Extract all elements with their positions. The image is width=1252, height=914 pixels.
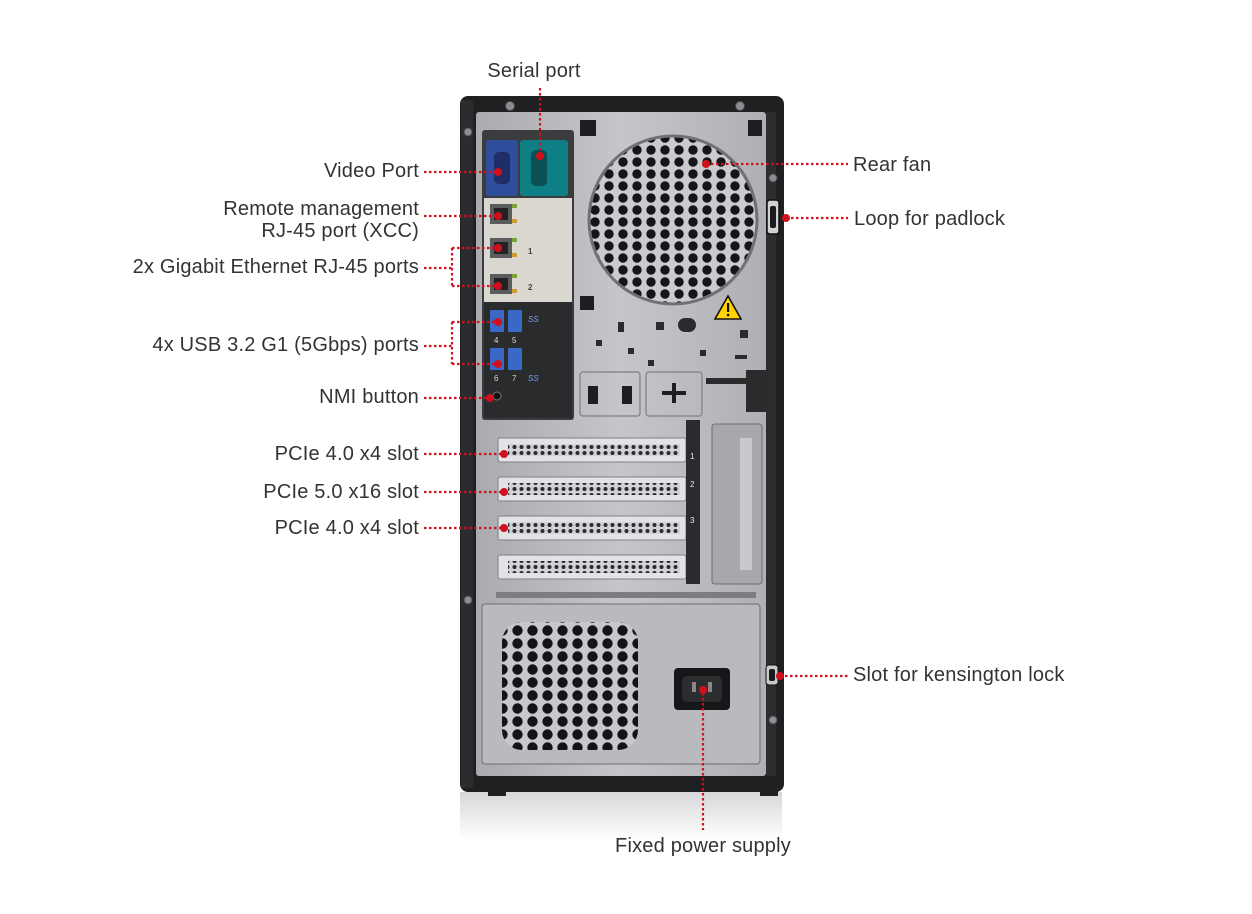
panel-cutouts [596,318,748,366]
label-gigabit-ethernet: 2x Gigabit Ethernet RJ-45 ports [132,256,419,278]
callout-dots [486,152,790,694]
handle-strip [766,112,776,776]
lan-number-2: 2 [528,283,533,292]
label-remote-management-line2: RJ-45 port (XCC) [261,220,419,242]
usb-logo-lower: SS [528,374,539,383]
label-pcie-slot-1: PCIe 4.0 x4 slot [274,443,419,465]
rear-fan [587,134,759,306]
floor-reflection [460,792,782,840]
label-pcie-slot-2: PCIe 5.0 x16 slot [263,481,419,503]
nmi-hole [492,391,502,401]
label-nmi-button: NMI button [319,386,419,408]
label-kensington-slot: Slot for kensington lock [853,664,1065,686]
slot-number-1: 1 [690,452,695,461]
label-remote-management-line1: Remote management [223,198,419,220]
callout-lines [424,88,848,830]
pcie-slot-covers [497,437,687,580]
usb-logo-upper: SS [528,315,539,324]
slot-number-2: 2 [690,480,695,489]
label-remote-management: Remote management RJ-45 port (XCC) [100,198,419,242]
usb-number-6: 6 [494,374,499,383]
slot-number-3: 3 [690,516,695,525]
label-video-port: Video Port [323,160,419,182]
label-usb-ports: 4x USB 3.2 G1 (5Gbps) ports [152,334,419,356]
label-rear-fan: Rear fan [853,154,932,176]
usb-number-4: 4 [494,336,499,345]
psu-vent-grille [502,622,638,750]
usb-number-7: 7 [512,374,517,383]
chassis-left-edge [461,100,473,788]
plus-symbol-v [672,383,676,403]
usb-number-5: 5 [512,336,517,345]
slot-bracket-strip [686,420,700,584]
label-power-supply: Fixed power supply [615,835,791,857]
slot-retainer [711,423,763,585]
label-pcie-slot-3: PCIe 4.0 x4 slot [274,517,419,539]
label-serial-port: Serial port [487,60,581,82]
label-padlock-loop: Loop for padlock [854,208,1006,230]
lan-number-1: 1 [528,247,533,256]
